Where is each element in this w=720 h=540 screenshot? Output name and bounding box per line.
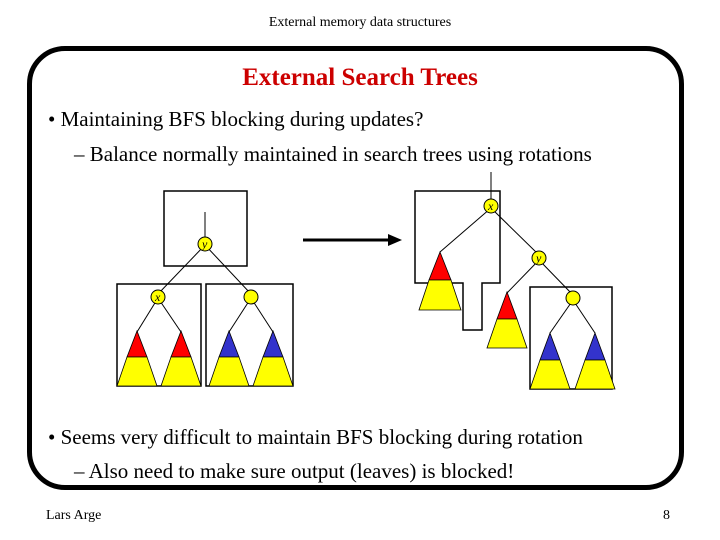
yellow-leaf-block <box>418 279 462 311</box>
bullet-2-mark: • <box>48 425 56 449</box>
sub-bullet-1: – Balance normally maintained in search … <box>74 142 592 167</box>
node-x-label: x <box>487 199 494 213</box>
bullet-2-text: Seems very difficult to maintain BFS blo… <box>60 425 583 449</box>
node-y <box>531 250 547 266</box>
node-y-label: y <box>201 237 208 251</box>
node-x <box>150 289 166 305</box>
blue-subtree <box>262 329 284 358</box>
tree-before: y x <box>116 190 294 387</box>
yellow-leaf-block <box>574 359 616 390</box>
edge-line <box>250 297 274 333</box>
red-subtree <box>170 329 192 358</box>
edge-line <box>549 299 574 334</box>
bullet-1: • Maintaining BFS blocking during update… <box>48 107 423 132</box>
slide-header: External memory data structures <box>268 15 452 30</box>
node-x-label: x <box>154 290 161 304</box>
node-y-label: y <box>535 251 542 265</box>
blue-subtree <box>218 329 240 358</box>
yellow-leaf-block <box>116 356 158 387</box>
block-bottom-right <box>529 286 613 390</box>
sub-bullet-1-text: Balance normally maintained in search tr… <box>89 142 592 166</box>
edge-line <box>157 244 206 295</box>
red-subtree <box>428 250 452 281</box>
edge-line <box>572 299 596 334</box>
page-number: 8 <box>663 508 670 523</box>
edge-line <box>157 297 182 333</box>
edge-line <box>228 297 252 333</box>
bullet-1-mark: • <box>48 107 56 131</box>
blue-subtree <box>539 331 561 361</box>
tree-after: x y <box>414 172 616 390</box>
yellow-leaf-block <box>252 356 294 387</box>
edge-line <box>538 259 574 296</box>
edge-line <box>490 207 540 256</box>
footer-author: Lars Arge <box>46 508 102 523</box>
edge-line <box>136 297 159 333</box>
node <box>243 289 259 305</box>
yellow-leaf-block <box>208 356 250 387</box>
sub-bullet-2-text: Also need to make sure output (leaves) i… <box>88 459 515 483</box>
edge-line <box>439 207 492 253</box>
edge-line <box>204 244 252 295</box>
node-y <box>197 236 213 252</box>
node-x <box>483 198 499 214</box>
yellow-leaf-block <box>486 318 528 349</box>
bullet-1-text: Maintaining BFS blocking during updates? <box>60 107 424 131</box>
sub-bullet-1-mark: – <box>74 142 85 166</box>
bullet-2: • Seems very difficult to maintain BFS b… <box>48 425 583 450</box>
rotation-arrow <box>303 234 402 246</box>
yellow-leaf-block <box>529 359 571 390</box>
red-subtree <box>126 329 148 358</box>
sub-bullet-2: – Also need to make sure output (leaves)… <box>74 459 514 484</box>
yellow-leaf-block <box>160 356 202 387</box>
slide-title: External Search Trees <box>242 64 478 91</box>
block-top-left <box>163 190 248 267</box>
block-bottom-left-2 <box>205 283 294 387</box>
red-subtree <box>496 290 518 320</box>
node <box>565 290 581 306</box>
slide-frame <box>27 46 684 490</box>
block-bottom-left-1 <box>116 283 202 387</box>
edge-line <box>506 259 540 294</box>
sub-bullet-2-mark: – <box>74 459 85 483</box>
blue-subtree <box>584 331 606 361</box>
